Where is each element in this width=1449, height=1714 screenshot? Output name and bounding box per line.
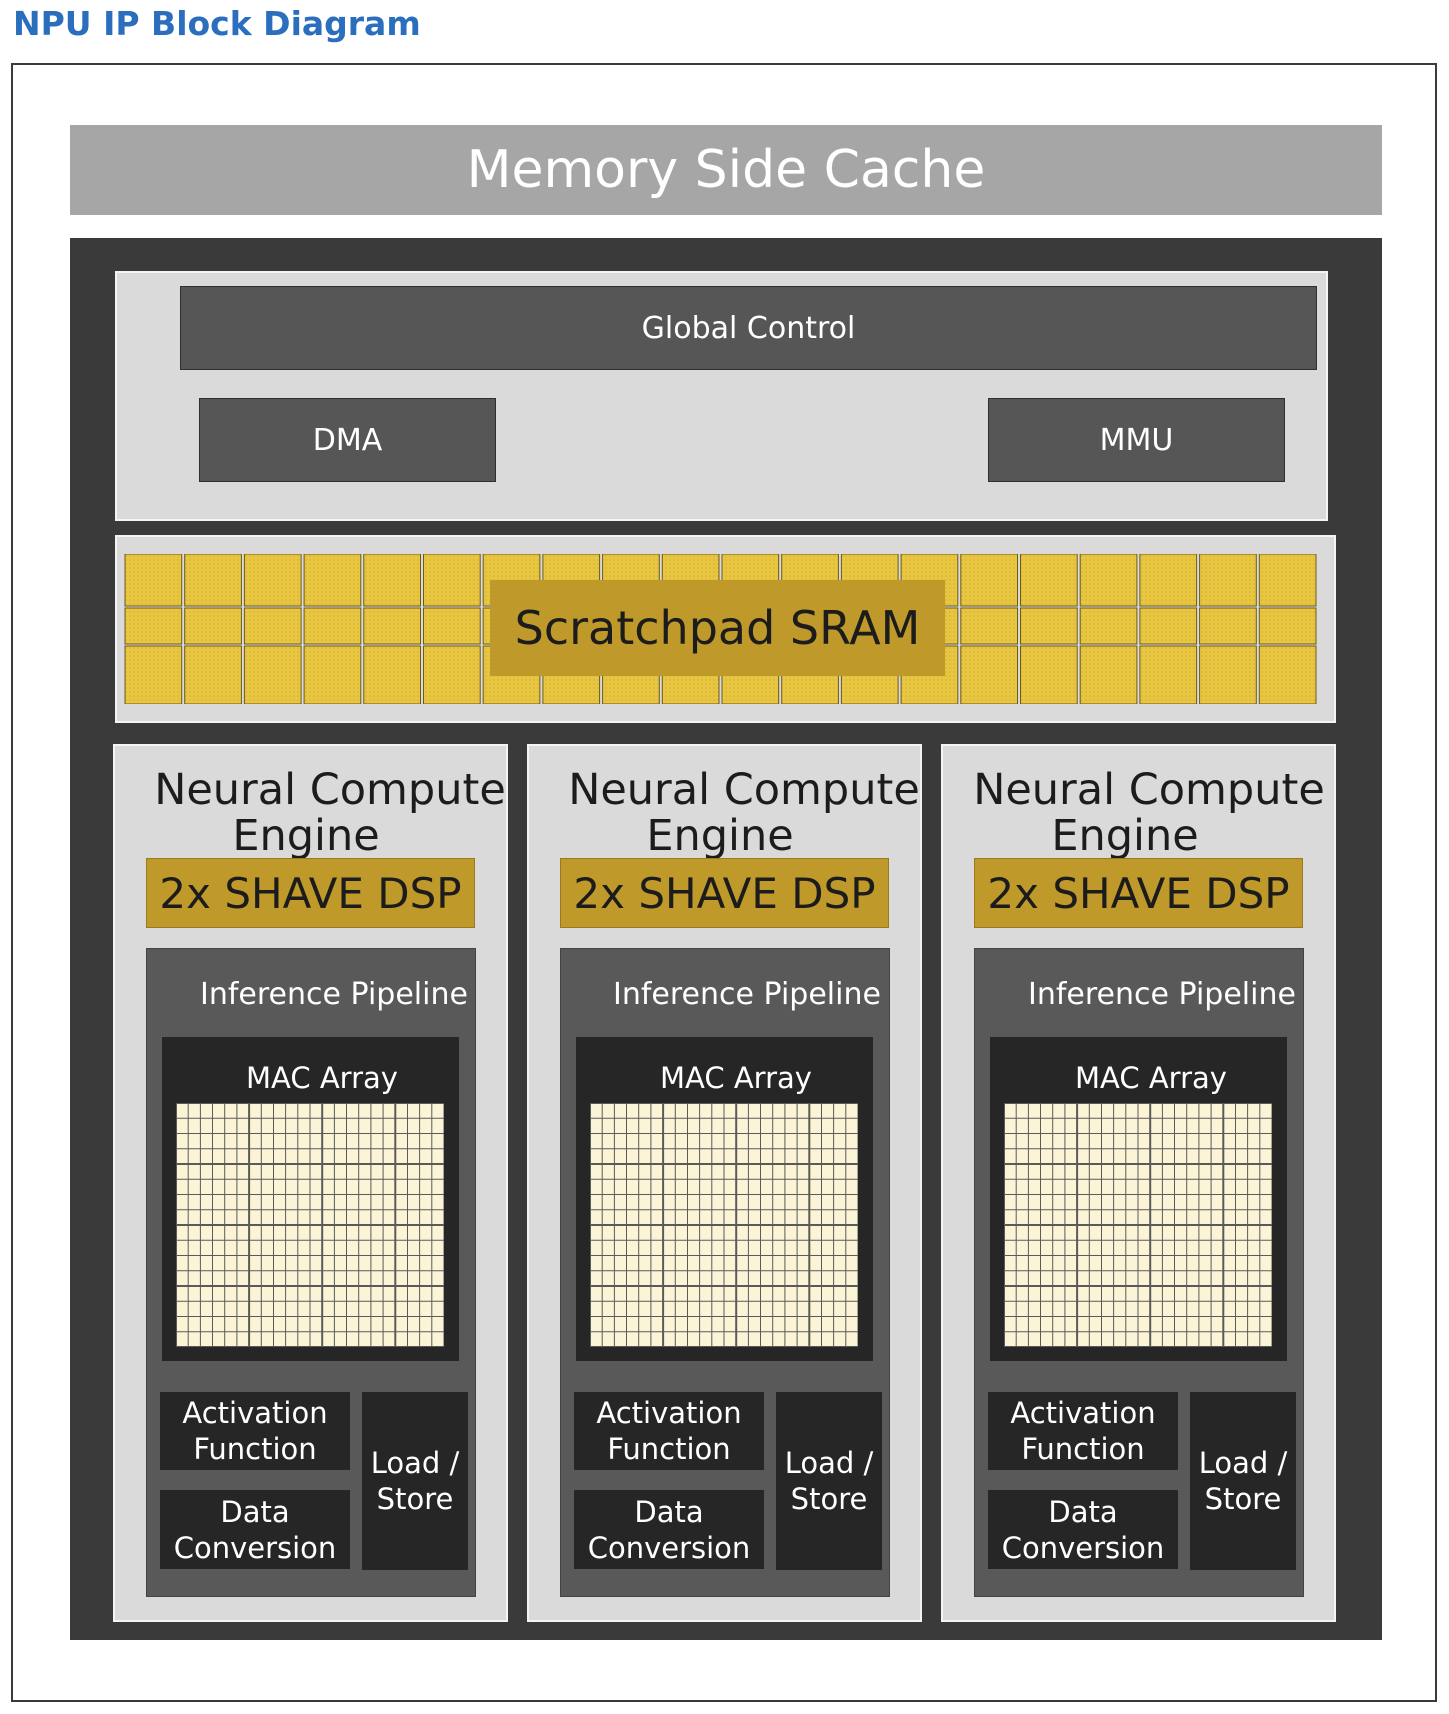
global-control-block: Global Control: [180, 286, 1317, 370]
sram-bank-cell: [303, 645, 362, 704]
sram-bank-cell: [960, 645, 1018, 704]
activation-line2: Function: [607, 1432, 731, 1466]
sram-bank-cell: [423, 607, 481, 645]
nce-title: Neural Compute Engine: [542, 767, 946, 859]
dma-block: DMA: [199, 398, 496, 482]
mac-array-label: MAC Array: [660, 1061, 812, 1095]
sram-bank-cell: [243, 645, 302, 704]
load-store-block: Load / Store: [362, 1392, 468, 1570]
conversion-line1: Data: [220, 1494, 290, 1529]
activation-line2: Function: [193, 1432, 317, 1466]
mac-array-grid: [176, 1103, 444, 1347]
sram-bank-cell: [124, 645, 183, 704]
sram-bank-cell: [423, 554, 481, 607]
sram-bank-cell: [184, 607, 242, 645]
mac-array-grid: [590, 1103, 858, 1347]
sram-bank-cell: [1199, 554, 1257, 607]
sram-bank-cell: [124, 554, 183, 607]
load-store-line2: Store: [1204, 1482, 1282, 1516]
shave-dsp-block: 2x SHAVE DSP: [560, 858, 889, 928]
sram-bank-cell: [1079, 607, 1138, 645]
conversion-line1: Data: [1048, 1494, 1118, 1529]
data-conversion-block: Data Conversion: [574, 1490, 764, 1569]
sram-bank-cell: [243, 607, 302, 645]
activation-line1: Activation: [182, 1396, 328, 1430]
activation-function-block: Activation Function: [574, 1392, 764, 1470]
load-store-line1: Load /: [784, 1446, 874, 1480]
sram-bank-cell: [303, 554, 362, 607]
sram-bank-cell: [1020, 554, 1078, 607]
data-conversion-block: Data Conversion: [160, 1490, 350, 1569]
sram-bank-cell: [960, 554, 1018, 607]
load-store-block: Load / Store: [1190, 1392, 1296, 1570]
sram-bank-cell: [1199, 607, 1257, 645]
nce-title-line1: Neural Compute: [154, 765, 506, 815]
sram-bank-cell: [1079, 645, 1138, 704]
nce-title: Neural Compute Engine: [947, 767, 1351, 859]
sram-bank-cell: [1139, 645, 1198, 704]
sram-bank-cell: [1079, 554, 1138, 607]
sram-bank-cell: [1020, 607, 1078, 645]
activation-line1: Activation: [596, 1396, 742, 1430]
nce-title-line2: Engine: [646, 811, 794, 861]
sram-bank-cell: [1258, 607, 1317, 645]
sram-bank-cell: [243, 554, 302, 607]
activation-line2: Function: [1021, 1432, 1145, 1466]
inference-pipeline-label: Inference Pipeline: [200, 977, 468, 1012]
conversion-line2: Conversion: [587, 1530, 751, 1565]
sram-bank-cell: [363, 645, 422, 704]
shave-dsp-block: 2x SHAVE DSP: [146, 858, 475, 928]
activation-function-block: Activation Function: [988, 1392, 1178, 1470]
mac-array-grid: [1004, 1103, 1272, 1347]
load-store-line1: Load /: [370, 1446, 460, 1480]
activation-line1: Activation: [1010, 1396, 1156, 1430]
page-title: NPU IP Block Diagram: [13, 4, 421, 43]
memory-side-cache-block: Memory Side Cache: [70, 125, 1382, 215]
nce-title-line2: Engine: [232, 811, 380, 861]
nce-title-line2: Engine: [1051, 811, 1199, 861]
mmu-block: MMU: [988, 398, 1285, 482]
sram-bank-cell: [1139, 607, 1198, 645]
load-store-line1: Load /: [1198, 1446, 1288, 1480]
mac-array-label: MAC Array: [246, 1061, 398, 1095]
sram-bank-cell: [1199, 645, 1257, 704]
load-store-block: Load / Store: [776, 1392, 882, 1570]
load-store-line2: Store: [790, 1482, 868, 1516]
conversion-line2: Conversion: [173, 1530, 337, 1565]
sram-bank-cell: [1020, 645, 1078, 704]
sram-bank-cell: [1258, 554, 1317, 607]
scratchpad-sram-label: Scratchpad SRAM: [490, 580, 945, 676]
sram-bank-cell: [184, 554, 242, 607]
nce-title-line1: Neural Compute: [568, 765, 920, 815]
nce-title-line1: Neural Compute: [973, 765, 1325, 815]
sram-bank-cell: [184, 645, 242, 704]
inference-pipeline-label: Inference Pipeline: [1028, 977, 1296, 1012]
sram-bank-cell: [1258, 645, 1317, 704]
activation-function-block: Activation Function: [160, 1392, 350, 1470]
sram-bank-cell: [423, 645, 481, 704]
sram-bank-cell: [363, 607, 422, 645]
sram-bank-cell: [1139, 554, 1198, 607]
sram-bank-cell: [960, 607, 1018, 645]
data-conversion-block: Data Conversion: [988, 1490, 1178, 1569]
load-store-line2: Store: [376, 1482, 454, 1516]
mac-array-label: MAC Array: [1075, 1061, 1227, 1095]
conversion-line2: Conversion: [1001, 1530, 1165, 1565]
sram-bank-cell: [363, 554, 422, 607]
conversion-line1: Data: [634, 1494, 704, 1529]
shave-dsp-block: 2x SHAVE DSP: [974, 858, 1303, 928]
nce-title: Neural Compute Engine: [128, 767, 532, 859]
inference-pipeline-label: Inference Pipeline: [613, 977, 881, 1012]
sram-bank-cell: [124, 607, 183, 645]
sram-bank-cell: [303, 607, 362, 645]
